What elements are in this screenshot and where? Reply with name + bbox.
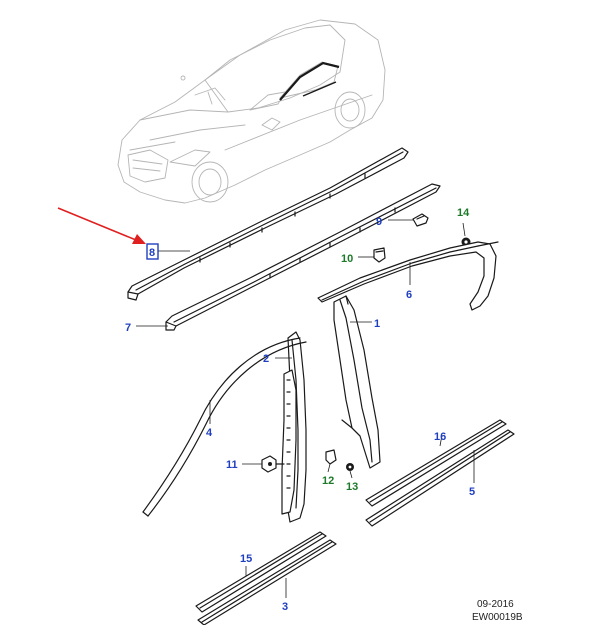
callout-11[interactable]: 11 bbox=[226, 459, 238, 471]
callout-9[interactable]: 9 bbox=[376, 216, 382, 228]
pillar-applique-part-2 bbox=[281, 331, 307, 523]
callout-12[interactable]: 12 bbox=[322, 475, 334, 487]
callout-6[interactable]: 6 bbox=[406, 289, 412, 301]
diagram-reference: 09-2016 EW00019B bbox=[472, 599, 523, 623]
waist-seal-part-3 bbox=[197, 539, 337, 625]
roof-moulding-upper bbox=[127, 147, 409, 301]
callout-1[interactable]: 1 bbox=[374, 318, 380, 330]
callout-5[interactable]: 5 bbox=[469, 486, 475, 498]
waist-seal-part-15 bbox=[195, 531, 327, 613]
clip-part-10 bbox=[373, 247, 386, 263]
highlight-arrow bbox=[57, 207, 146, 244]
waist-seal-part-5 bbox=[365, 429, 515, 527]
callout-7[interactable]: 7 bbox=[125, 322, 131, 334]
callout-16[interactable]: 16 bbox=[434, 431, 446, 443]
callout-13[interactable]: 13 bbox=[346, 481, 358, 493]
car-overview-illustration bbox=[117, 19, 386, 204]
door-frame-moulding-part-4 bbox=[142, 337, 307, 517]
callout-4[interactable]: 4 bbox=[206, 427, 213, 439]
callout-3[interactable]: 3 bbox=[282, 601, 288, 613]
callout-2[interactable]: 2 bbox=[263, 353, 269, 365]
diagram-date: 09-2016 bbox=[477, 599, 514, 610]
screw-part-11 bbox=[261, 455, 285, 473]
callout-14[interactable]: 14 bbox=[457, 207, 470, 219]
callout-15[interactable]: 15 bbox=[240, 553, 252, 565]
callout-labels: 8 7 9 14 10 6 1 2 4 11 12 13 16 5 15 3 bbox=[125, 207, 475, 613]
nut-part-13 bbox=[346, 463, 354, 471]
pillar-applique-part-1 bbox=[333, 295, 381, 469]
rear-quarter-moulding bbox=[317, 241, 499, 311]
waist-seal-part-16 bbox=[365, 419, 507, 507]
clip-part-9 bbox=[412, 213, 429, 227]
diagram-code: EW00019B bbox=[472, 612, 523, 623]
roof-moulding-lower bbox=[165, 183, 441, 331]
leader-lines bbox=[136, 219, 475, 598]
clip-part-12 bbox=[325, 449, 337, 465]
callout-10[interactable]: 10 bbox=[341, 253, 353, 265]
callout-8-highlight-box bbox=[146, 243, 159, 260]
callout-8[interactable]: 8 bbox=[149, 247, 155, 259]
